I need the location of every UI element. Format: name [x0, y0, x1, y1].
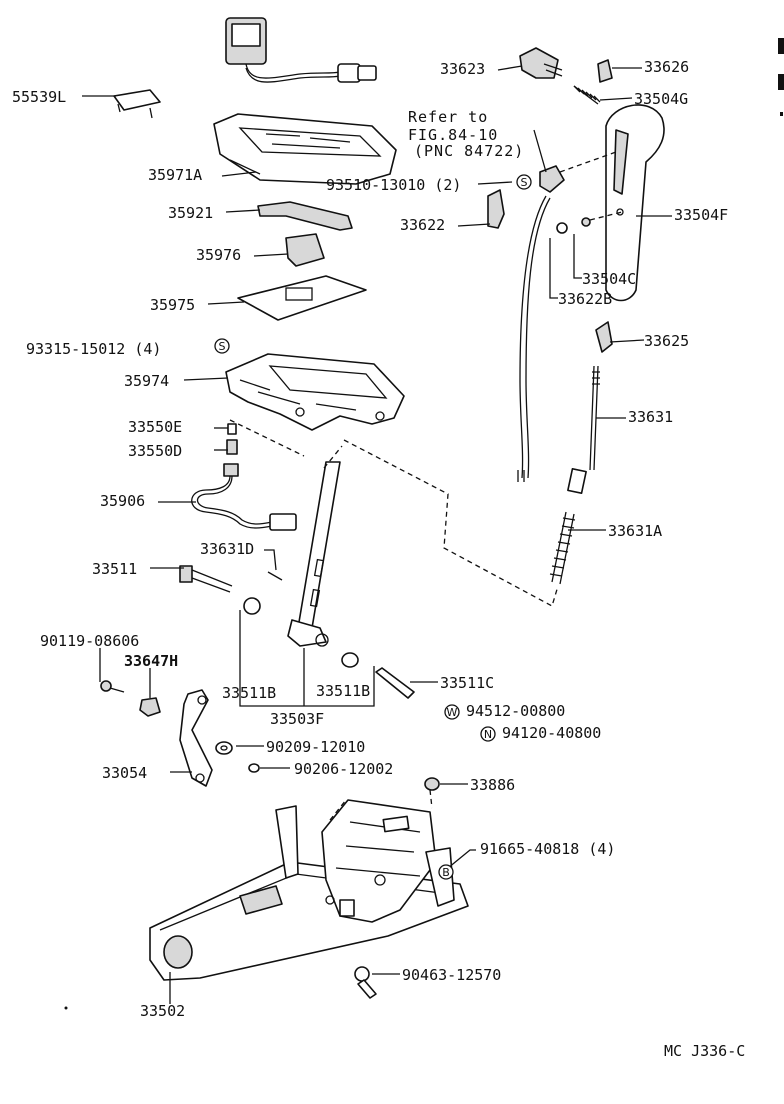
- part-label-35974: 35974: [124, 372, 169, 390]
- washer-90206-part: [248, 763, 260, 773]
- pin-33631D-part: [267, 571, 283, 581]
- part-label-33502: 33502: [140, 1002, 185, 1020]
- part-label-33054: 33054: [102, 764, 147, 782]
- pin-33511C-part: [375, 667, 415, 699]
- part-label-33511: 33511: [92, 560, 137, 578]
- washer-90209-part: [215, 741, 233, 755]
- part-label-90119-08606: 90119-08606: [40, 632, 139, 650]
- knob-33504F-part: [605, 104, 665, 302]
- part-label-33550D: 33550D: [128, 442, 182, 460]
- part-label-33631: 33631: [628, 408, 673, 426]
- symbol-b-letter: B: [442, 866, 450, 879]
- nut-33647H-part: [139, 697, 161, 717]
- part-label-33622B: 33622B: [558, 290, 612, 308]
- symbol-n-letter: N: [484, 728, 492, 741]
- part-label-94512-00800: 94512-00800: [466, 702, 565, 720]
- plate-35975-part: [237, 275, 367, 321]
- part-label-33511B-right: 33511B: [316, 682, 370, 700]
- plug-33886-part: [424, 777, 440, 791]
- part-label-35976: 35976: [196, 246, 241, 264]
- part-label-33504G: 33504G: [634, 90, 688, 108]
- part-label-33550E: 33550E: [128, 418, 182, 436]
- part-label-33631A: 33631A: [608, 522, 662, 540]
- connector-33623-part: [519, 47, 563, 79]
- bushing-33511B-left-part: [243, 597, 261, 615]
- part-label-35971A: 35971A: [148, 166, 202, 184]
- edge-marks: [64, 38, 784, 1010]
- switch-harness-part: [225, 17, 377, 83]
- bracket-33054-part: [179, 689, 213, 787]
- part-label-55539L: 55539L: [12, 88, 66, 106]
- part-label-33504F: 33504F: [674, 206, 728, 224]
- base-bracket-33502-part: [149, 799, 469, 981]
- reference-note-line3: (PNC 84722): [414, 142, 524, 160]
- symbol-s-letter: S: [219, 340, 226, 353]
- reference-note-line2: FIG.84-10: [408, 126, 498, 144]
- part-label-33622: 33622: [400, 216, 445, 234]
- part-label-91665-40818: 91665-40818 (4): [480, 840, 615, 858]
- part-label-35921: 35921: [168, 204, 213, 222]
- part-label-94120-40800: 94120-40800: [502, 724, 601, 742]
- screw-33504C-part: [581, 217, 591, 227]
- symbol-b: B: [438, 864, 454, 880]
- harness-35906-part: [191, 463, 297, 531]
- part-label-33503F: 33503F: [270, 710, 324, 728]
- cap-33626-part: [597, 59, 613, 83]
- part-label-90206-12002: 90206-12002: [294, 760, 393, 778]
- reference-note-line1: Refer to: [408, 108, 488, 126]
- part-label-33886: 33886: [470, 776, 515, 794]
- ball-33622B-part: [556, 222, 568, 234]
- cover-55539L-part: [113, 89, 161, 119]
- part-label-33647H: 33647H: [124, 652, 178, 670]
- bolt-33511-part: [179, 565, 233, 593]
- socket-33550D-part: [226, 439, 238, 455]
- diagram-code: MC J336-C: [664, 1042, 745, 1060]
- dashed-reference-lines: [229, 151, 623, 821]
- part-label-33626: 33626: [644, 58, 689, 76]
- shift-lever-shaft-33503F-part: [287, 461, 341, 647]
- symbol-s-letter: S: [521, 176, 528, 189]
- part-label-90463-12570: 90463-12570: [402, 966, 501, 984]
- part-labels: 55539L 33623 33626 33504G 35971A 93510-1…: [12, 58, 728, 1020]
- cover-33622-part: [487, 189, 505, 229]
- bulb-33550E-part: [227, 423, 237, 435]
- wire-harness-part: [517, 129, 565, 482]
- part-label-33623: 33623: [440, 60, 485, 78]
- spring-33631A-part: [549, 511, 576, 585]
- indicator-strip-35921-part: [257, 201, 353, 231]
- indicator-housing-35974-part: [225, 353, 405, 431]
- console-housing-35971A-part: [213, 113, 397, 185]
- symbol-w-letter: W: [447, 706, 458, 719]
- clip-90463-part: [354, 966, 377, 999]
- leader-lines: [82, 65, 672, 1004]
- part-label-33511B-left: 33511B: [222, 684, 276, 702]
- part-label-35906: 35906: [100, 492, 145, 510]
- button-33625-part: [595, 321, 613, 353]
- part-label-90209-12010: 90209-12010: [266, 738, 365, 756]
- part-label-33625: 33625: [644, 332, 689, 350]
- symbol-n: N: [480, 726, 496, 742]
- part-label-33504C: 33504C: [582, 270, 636, 288]
- part-label-93315-15012: 93315-15012 (4): [26, 340, 161, 358]
- symbol-s-top: S: [516, 174, 532, 190]
- symbol-s-left: S: [214, 338, 230, 354]
- part-label-93510-13010: 93510-13010 (2): [326, 176, 461, 194]
- reference-note: Refer to FIG.84-10 (PNC 84722): [408, 108, 524, 160]
- rod-33631-part: [567, 365, 600, 495]
- bushing-33511B-right-part: [341, 652, 359, 668]
- bolt-90119-part: [100, 680, 125, 693]
- part-label-35975: 35975: [150, 296, 195, 314]
- symbol-w: W: [444, 704, 460, 720]
- block-35976-part: [285, 233, 325, 267]
- part-label-33631D: 33631D: [200, 540, 254, 558]
- part-label-33511C: 33511C: [440, 674, 494, 692]
- spring-33504G-part: [573, 85, 601, 105]
